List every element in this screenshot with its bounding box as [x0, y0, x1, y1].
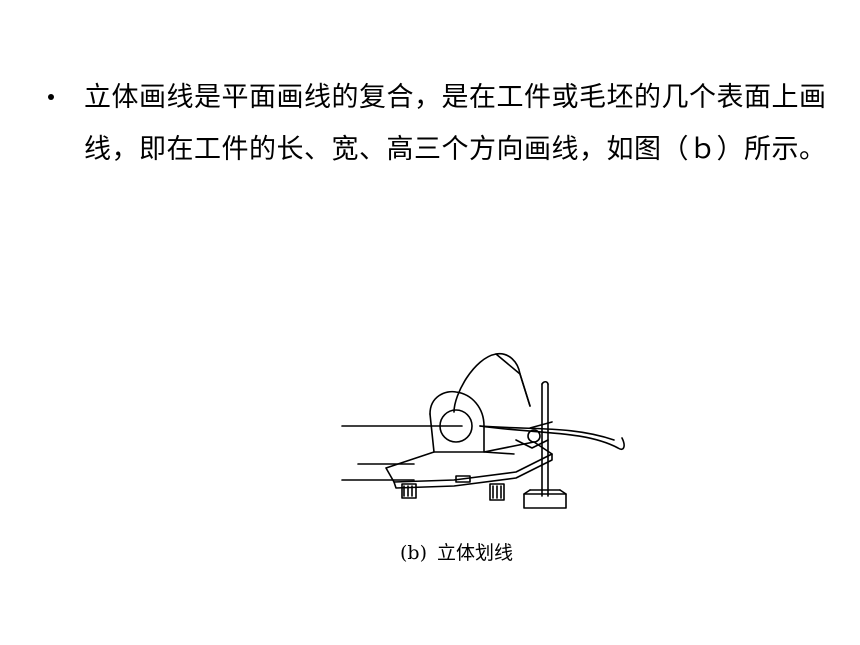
scriber-needle [479, 425, 625, 451]
small-block [455, 475, 471, 483]
bracket-left [429, 413, 435, 453]
bullet-text: 立体画线是平面画线的复合，是在工件或毛坯的几个表面上画线，即在工件的长、宽、高三… [84, 82, 827, 165]
figure-caption: (b) 立体划线 [400, 540, 580, 566]
cylinder-edge [495, 353, 521, 375]
gauge-base [523, 493, 567, 509]
scriber-needle-edge [479, 425, 615, 441]
cylinder-top [453, 352, 531, 413]
illustration-3d-marking [334, 344, 634, 524]
bullet-dot [48, 94, 54, 100]
bracket-outline [429, 390, 515, 455]
gauge-rod-top [541, 380, 549, 385]
gauge-clamp [527, 429, 541, 443]
base-thickness [393, 453, 553, 489]
caption-tag: (b) [400, 542, 427, 564]
marking-drawing [341, 352, 625, 509]
foot-left [401, 483, 417, 499]
bracket-hole [439, 409, 473, 443]
scale-marks [529, 421, 553, 429]
gauge-clamp-arm [515, 439, 549, 449]
caption-text: 立体划线 [437, 542, 514, 564]
foot-right [489, 483, 505, 501]
cylinder-side [519, 373, 531, 407]
